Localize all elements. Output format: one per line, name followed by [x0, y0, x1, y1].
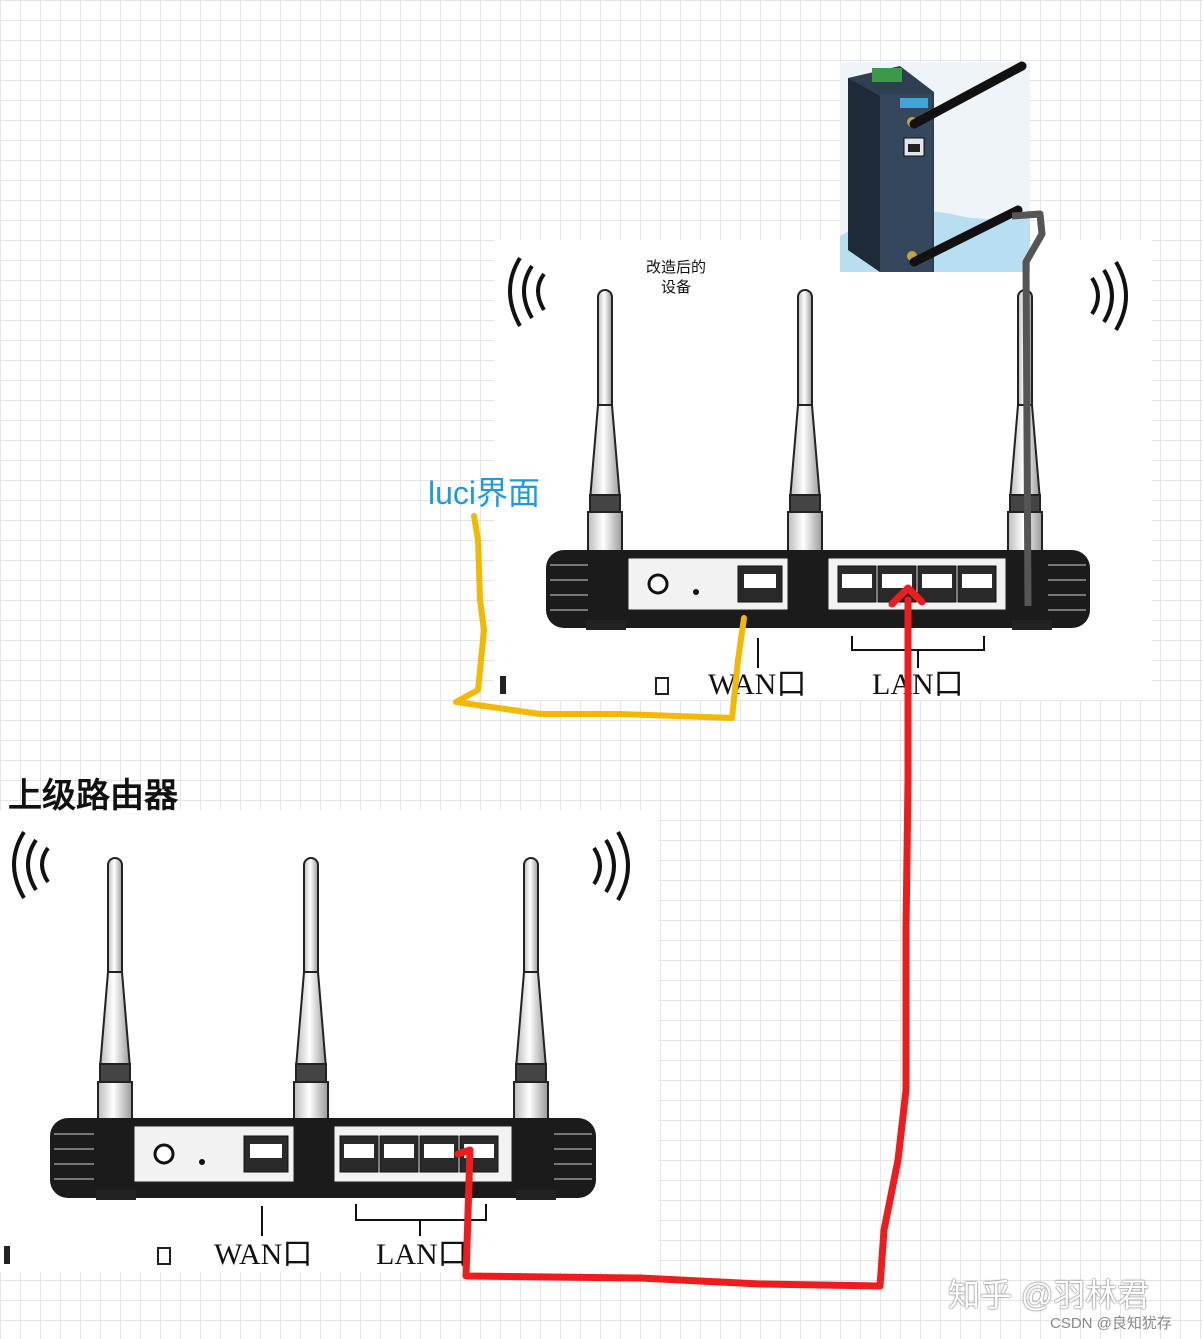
csdn-watermark: CSDN @良知犹存 — [1050, 1315, 1172, 1332]
wifi-signal-icon — [12, 830, 50, 900]
gray-cable — [1011, 210, 1046, 607]
lan-port-label-bottom: LAN口 — [376, 1238, 468, 1271]
wifi-signal-icon — [592, 830, 630, 902]
luci-interface-label: luci界面 — [428, 475, 541, 511]
upper-router-icon — [4, 830, 630, 1265]
modified-device-label-line2: 设备 — [660, 279, 691, 296]
gateway-device-icon — [840, 61, 1030, 272]
wifi-signal-icon — [1090, 260, 1128, 332]
yellow-cable — [453, 513, 747, 721]
zhihu-watermark: 知乎 @羽林君 — [948, 1277, 1150, 1313]
red-cable — [454, 596, 912, 1290]
modified-device-label-line1: 改造后的 — [645, 259, 706, 276]
upper-router-title: 上级路由器 — [8, 777, 178, 815]
red-cable-arrowhead — [888, 584, 926, 608]
wifi-signal-icon — [508, 256, 546, 327]
wan-port-label-bottom: WAN口 — [214, 1238, 312, 1271]
top-router-icon — [500, 256, 1128, 695]
wan-port-label-top: WAN口 — [708, 668, 806, 701]
lan-port-label-top: LAN口 — [872, 668, 964, 701]
modified-device-label: 改造后的 设备 — [624, 258, 728, 298]
